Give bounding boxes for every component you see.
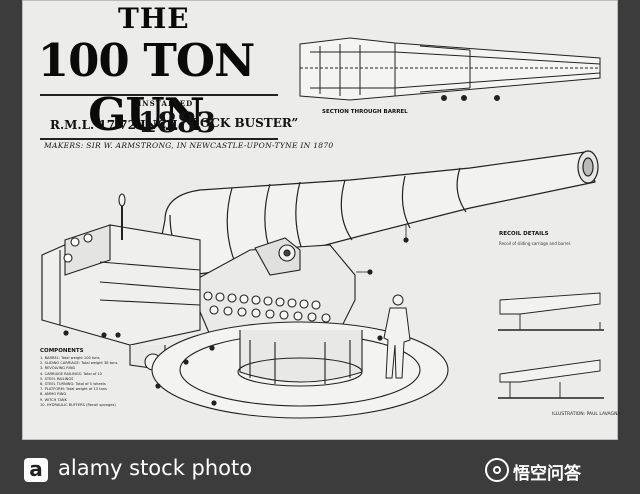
component-item: 8. AMMO RING <box>40 392 67 397</box>
component-item: 6. STEEL TURNING: Total of 5 wheels <box>40 382 106 387</box>
component-item: 2. SLIDING CARRIAGE: Total weight 38 ton… <box>40 361 118 366</box>
alamy-logo-icon: a <box>24 458 48 482</box>
section-heading: SECTION THROUGH BARREL <box>322 109 408 115</box>
gun-nickname: “ROCK BUSTER” <box>183 116 299 130</box>
rml-caliber-text: R.M.L. 17.72 INCH <box>50 118 178 132</box>
component-item: 4. CARRIAGE RAILINGS: Total of 10 <box>40 371 102 376</box>
recoil-detail-drawings <box>498 292 604 399</box>
turret-base <box>151 321 449 419</box>
illustration-credit: ILLUSTRATION: PAUL LAVAGNA <box>552 412 621 417</box>
components-heading: COMPONENTS <box>40 348 84 354</box>
installed-label: INSTALLED <box>138 99 194 108</box>
main-barrel <box>159 150 599 276</box>
component-item: 1. BARREL: Total weight 100 tons <box>40 356 100 360</box>
stock-footer-bar <box>0 442 640 494</box>
component-item: 5. STEEL RAILINGS <box>40 376 74 381</box>
title-rule-bottom <box>40 138 278 140</box>
component-item: 9. WITCH TANK <box>40 397 67 402</box>
component-item: 10. HYDRAULIC BUFFERS (Recoil sponges) <box>40 402 116 407</box>
title-rule-top <box>40 94 278 96</box>
components-list: 1. BARREL: Total weight 100 tons 2. SLID… <box>40 356 117 408</box>
title-line-1: THE <box>118 2 190 35</box>
makers-text: MAKERS: SIR W. ARMSTRONG, IN NEWCASTLE-U… <box>44 141 334 150</box>
recoil-subheading: Recoil of sliding carriage and barrel. <box>499 241 572 246</box>
title-line-2: 100 TON GUN <box>37 34 255 141</box>
alamy-stock-text: alamy stock photo <box>58 456 253 480</box>
component-item: 7. PLATFORM: Total weight of 13 tons <box>40 387 107 392</box>
barrel-section-drawing <box>299 37 601 101</box>
gun-carriage <box>194 237 356 336</box>
human-figure <box>383 294 411 379</box>
component-item: 3. REVOLVING RING <box>40 366 76 371</box>
wukong-watermark-text: 悟空问答 <box>513 464 581 484</box>
recoil-heading: RECOIL DETAILS <box>499 231 549 237</box>
installed-year: 1883 <box>138 106 216 139</box>
callout-markers <box>63 225 409 406</box>
wukong-logo-icon <box>485 458 509 482</box>
